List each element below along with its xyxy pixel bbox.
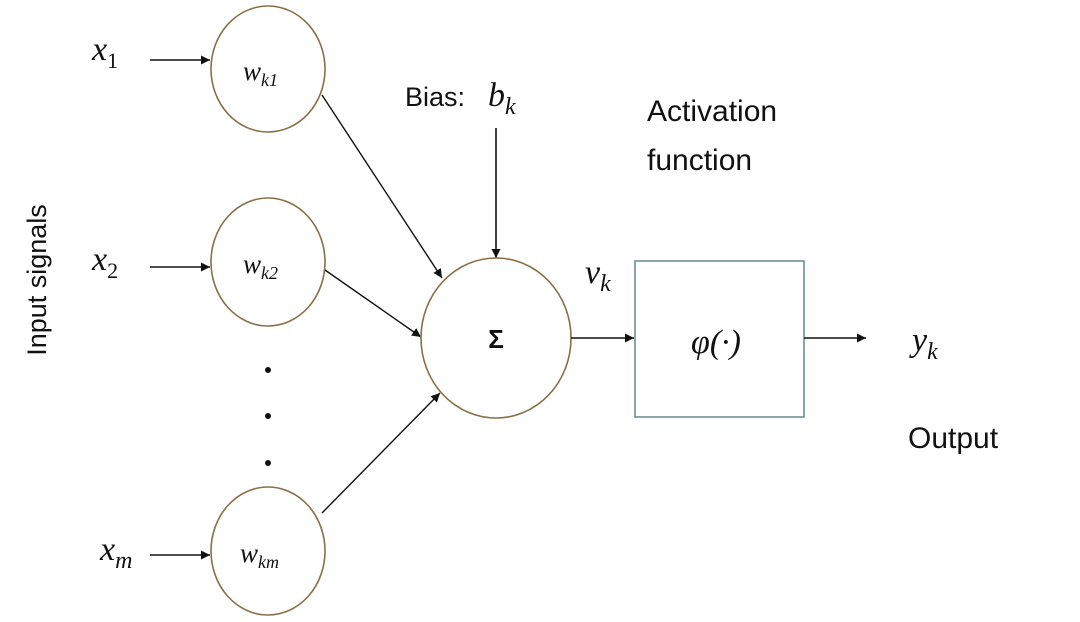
- input-1-symbol: x1: [91, 31, 118, 73]
- input-signals-label: Input signals: [22, 204, 52, 356]
- weight-node-1: [210, 5, 326, 133]
- input-2: x2 wk2: [91, 197, 326, 327]
- weight-1-label: wk1: [243, 56, 278, 90]
- input-m-symbol: xm: [99, 531, 132, 574]
- weight-node-m: [210, 486, 326, 616]
- activation-title-line1: Activation: [647, 95, 777, 128]
- induced-field-symbol: vk: [585, 254, 611, 297]
- input-1: x1 wk1: [91, 5, 326, 133]
- weight-2-label: wk2: [243, 249, 278, 283]
- summation-symbol: Σ: [488, 324, 504, 354]
- weight-1-to-sum-arrow: [321, 94, 443, 279]
- weight-2-to-sum-arrow: [324, 269, 422, 338]
- activation-box: [634, 260, 805, 418]
- activation-title-line2: function: [647, 144, 752, 177]
- bias-label: Bias:: [405, 82, 465, 112]
- bias-symbol: bk: [488, 77, 516, 120]
- ellipsis-dots: [265, 367, 271, 466]
- input-2-symbol: x2: [91, 241, 118, 283]
- weight-m-label: wkm: [240, 538, 279, 572]
- activation-symbol: φ(·): [691, 324, 741, 361]
- output-symbol: yk: [909, 322, 938, 365]
- weight-m-to-sum-arrow: [321, 392, 441, 514]
- input-m: xm wkm: [99, 486, 326, 616]
- output-label: Output: [908, 422, 999, 455]
- weight-node-2: [210, 197, 326, 327]
